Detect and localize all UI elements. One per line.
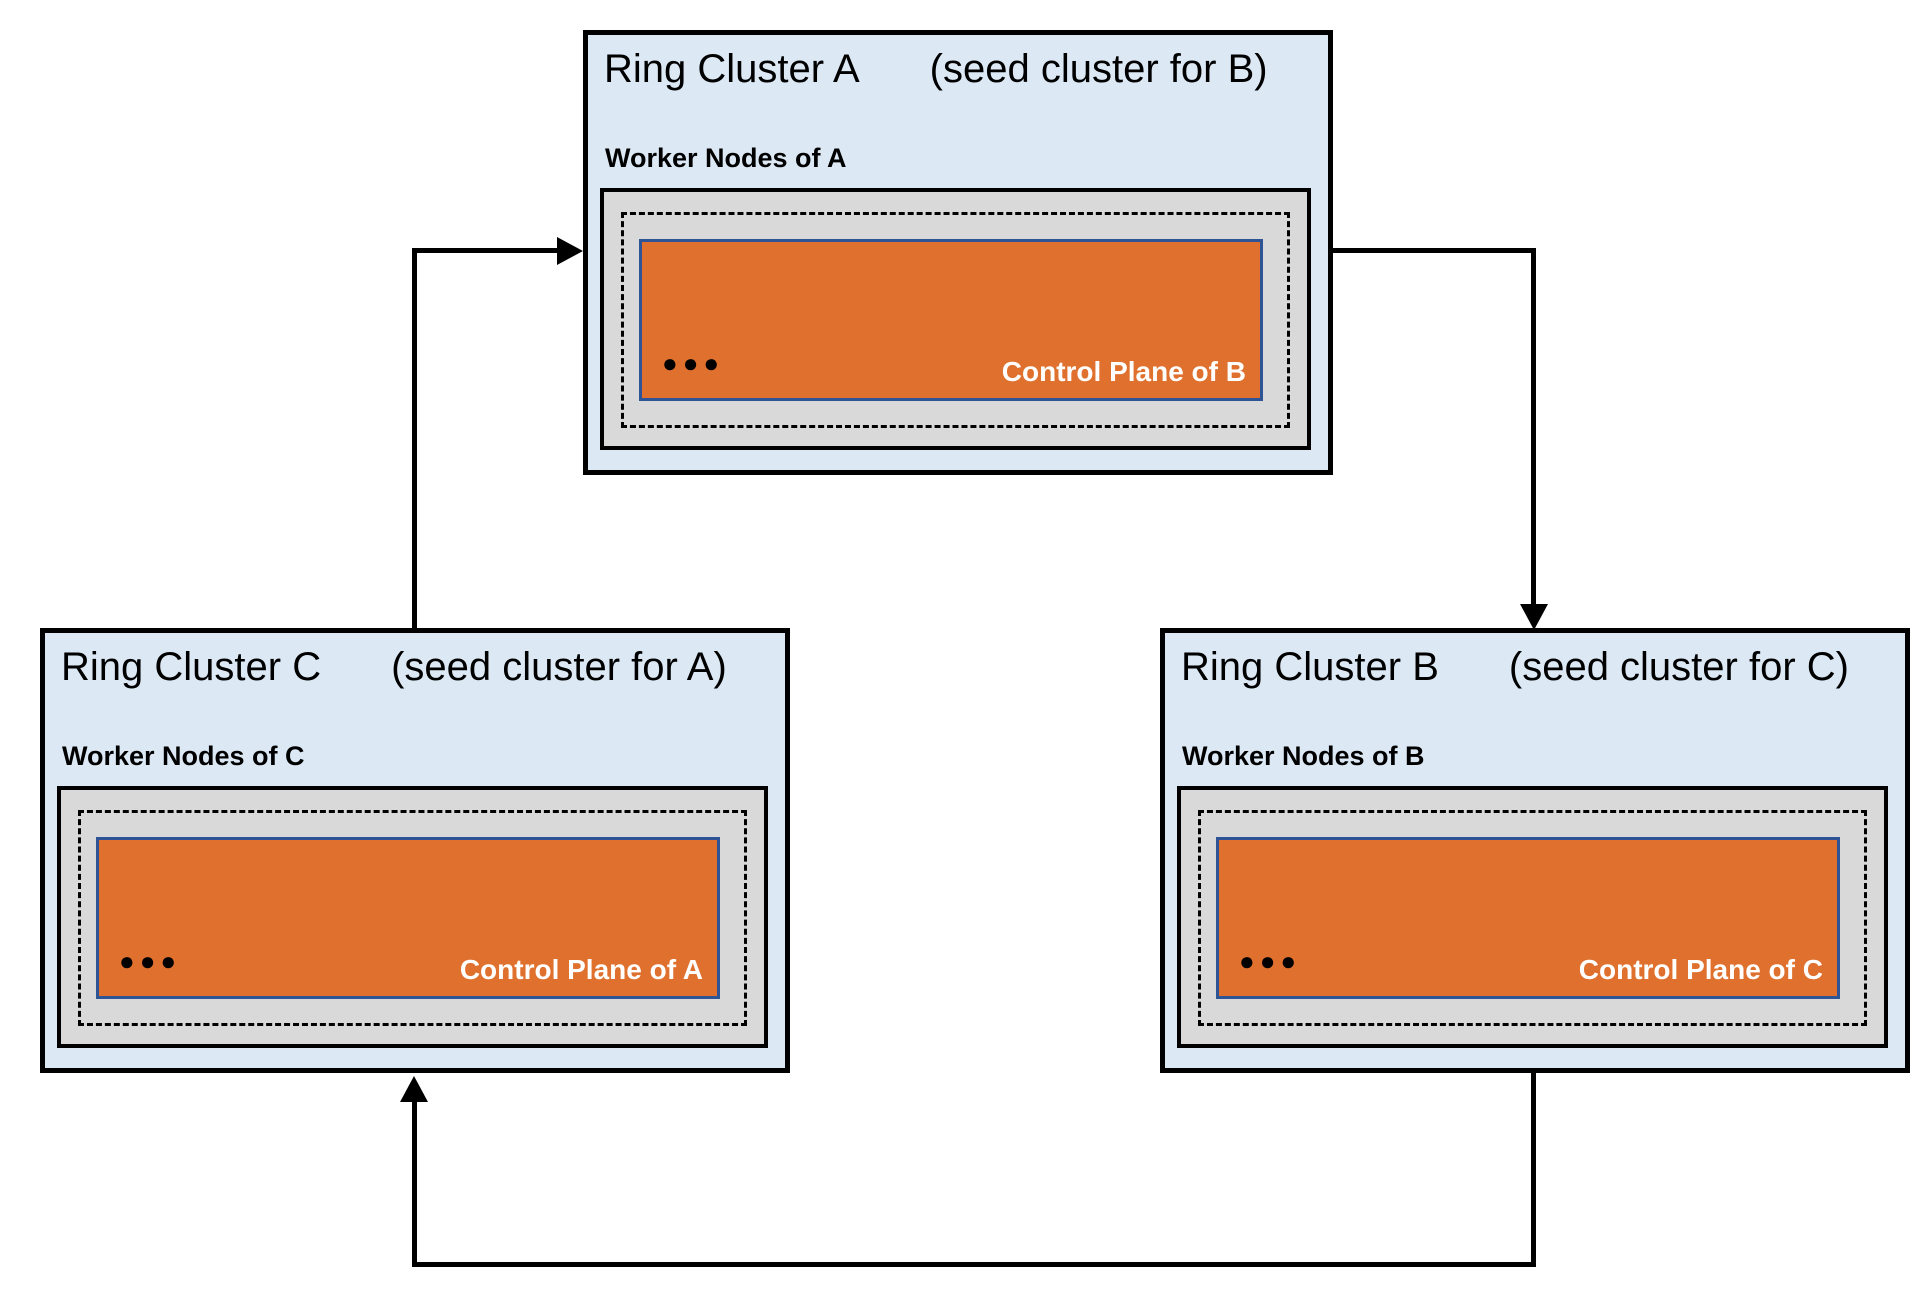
cluster-b-worker-nodes-box: ●●● Control Plane of C — [1177, 786, 1888, 1048]
arrow-b-to-c-right-vertical-segment — [1531, 1073, 1536, 1267]
cluster-a-worker-label: Worker Nodes of A — [605, 143, 847, 173]
cluster-a-box: Ring Cluster A (seed cluster for B) Work… — [583, 30, 1333, 475]
cluster-b-seed-note: (seed cluster for C) — [1508, 645, 1849, 689]
arrow-c-to-a-arrowhead-icon — [557, 237, 583, 265]
arrow-c-to-a-vertical-segment — [412, 248, 417, 633]
cluster-b-box: Ring Cluster B (seed cluster for C) Work… — [1160, 628, 1910, 1073]
cluster-a-title-row: Ring Cluster A (seed cluster for B) — [604, 45, 1268, 93]
cluster-a-control-plane-box: ●●● Control Plane of B — [639, 239, 1263, 401]
cluster-a-dashed-boundary: ●●● Control Plane of B — [621, 212, 1290, 428]
cluster-c-ellipsis-dots: ●●● — [119, 946, 182, 976]
arrow-b-to-c-arrowhead-icon — [400, 1076, 428, 1102]
cluster-c-worker-label: Worker Nodes of C — [62, 741, 305, 771]
arrow-a-to-b-arrowhead-icon — [1520, 604, 1548, 630]
cluster-a-title: Ring Cluster A — [604, 47, 860, 91]
cluster-c-box: Ring Cluster C (seed cluster for A) Work… — [40, 628, 790, 1073]
cluster-b-worker-label: Worker Nodes of B — [1182, 741, 1425, 771]
cluster-a-seed-note: (seed cluster for B) — [929, 47, 1268, 91]
cluster-c-control-plane-label: Control Plane of A — [459, 954, 703, 985]
cluster-a-worker-nodes-box: ●●● Control Plane of B — [600, 188, 1311, 450]
cluster-c-title: Ring Cluster C — [61, 645, 322, 689]
arrow-b-to-c-horizontal-segment — [412, 1262, 1536, 1267]
cluster-b-title-row: Ring Cluster B (seed cluster for C) — [1181, 643, 1849, 691]
arrow-a-to-b-vertical-segment — [1531, 248, 1536, 606]
arrow-c-to-a-horizontal-segment — [412, 248, 559, 253]
cluster-c-worker-nodes-box: ●●● Control Plane of A — [57, 786, 768, 1048]
cluster-c-dashed-boundary: ●●● Control Plane of A — [78, 810, 747, 1026]
arrow-a-to-b-horizontal-segment — [1333, 248, 1536, 253]
cluster-b-dashed-boundary: ●●● Control Plane of C — [1198, 810, 1867, 1026]
cluster-a-ellipsis-dots: ●●● — [662, 348, 725, 378]
cluster-c-title-row: Ring Cluster C (seed cluster for A) — [61, 643, 727, 691]
cluster-c-control-plane-box: ●●● Control Plane of A — [96, 837, 720, 999]
arrow-b-to-c-left-vertical-segment — [412, 1100, 417, 1267]
cluster-a-control-plane-label: Control Plane of B — [1001, 356, 1246, 387]
cluster-b-title: Ring Cluster B — [1181, 645, 1439, 689]
cluster-c-seed-note: (seed cluster for A) — [391, 645, 727, 689]
cluster-b-control-plane-box: ●●● Control Plane of C — [1216, 837, 1840, 999]
cluster-b-control-plane-label: Control Plane of C — [1578, 954, 1823, 985]
cluster-b-ellipsis-dots: ●●● — [1239, 946, 1302, 976]
